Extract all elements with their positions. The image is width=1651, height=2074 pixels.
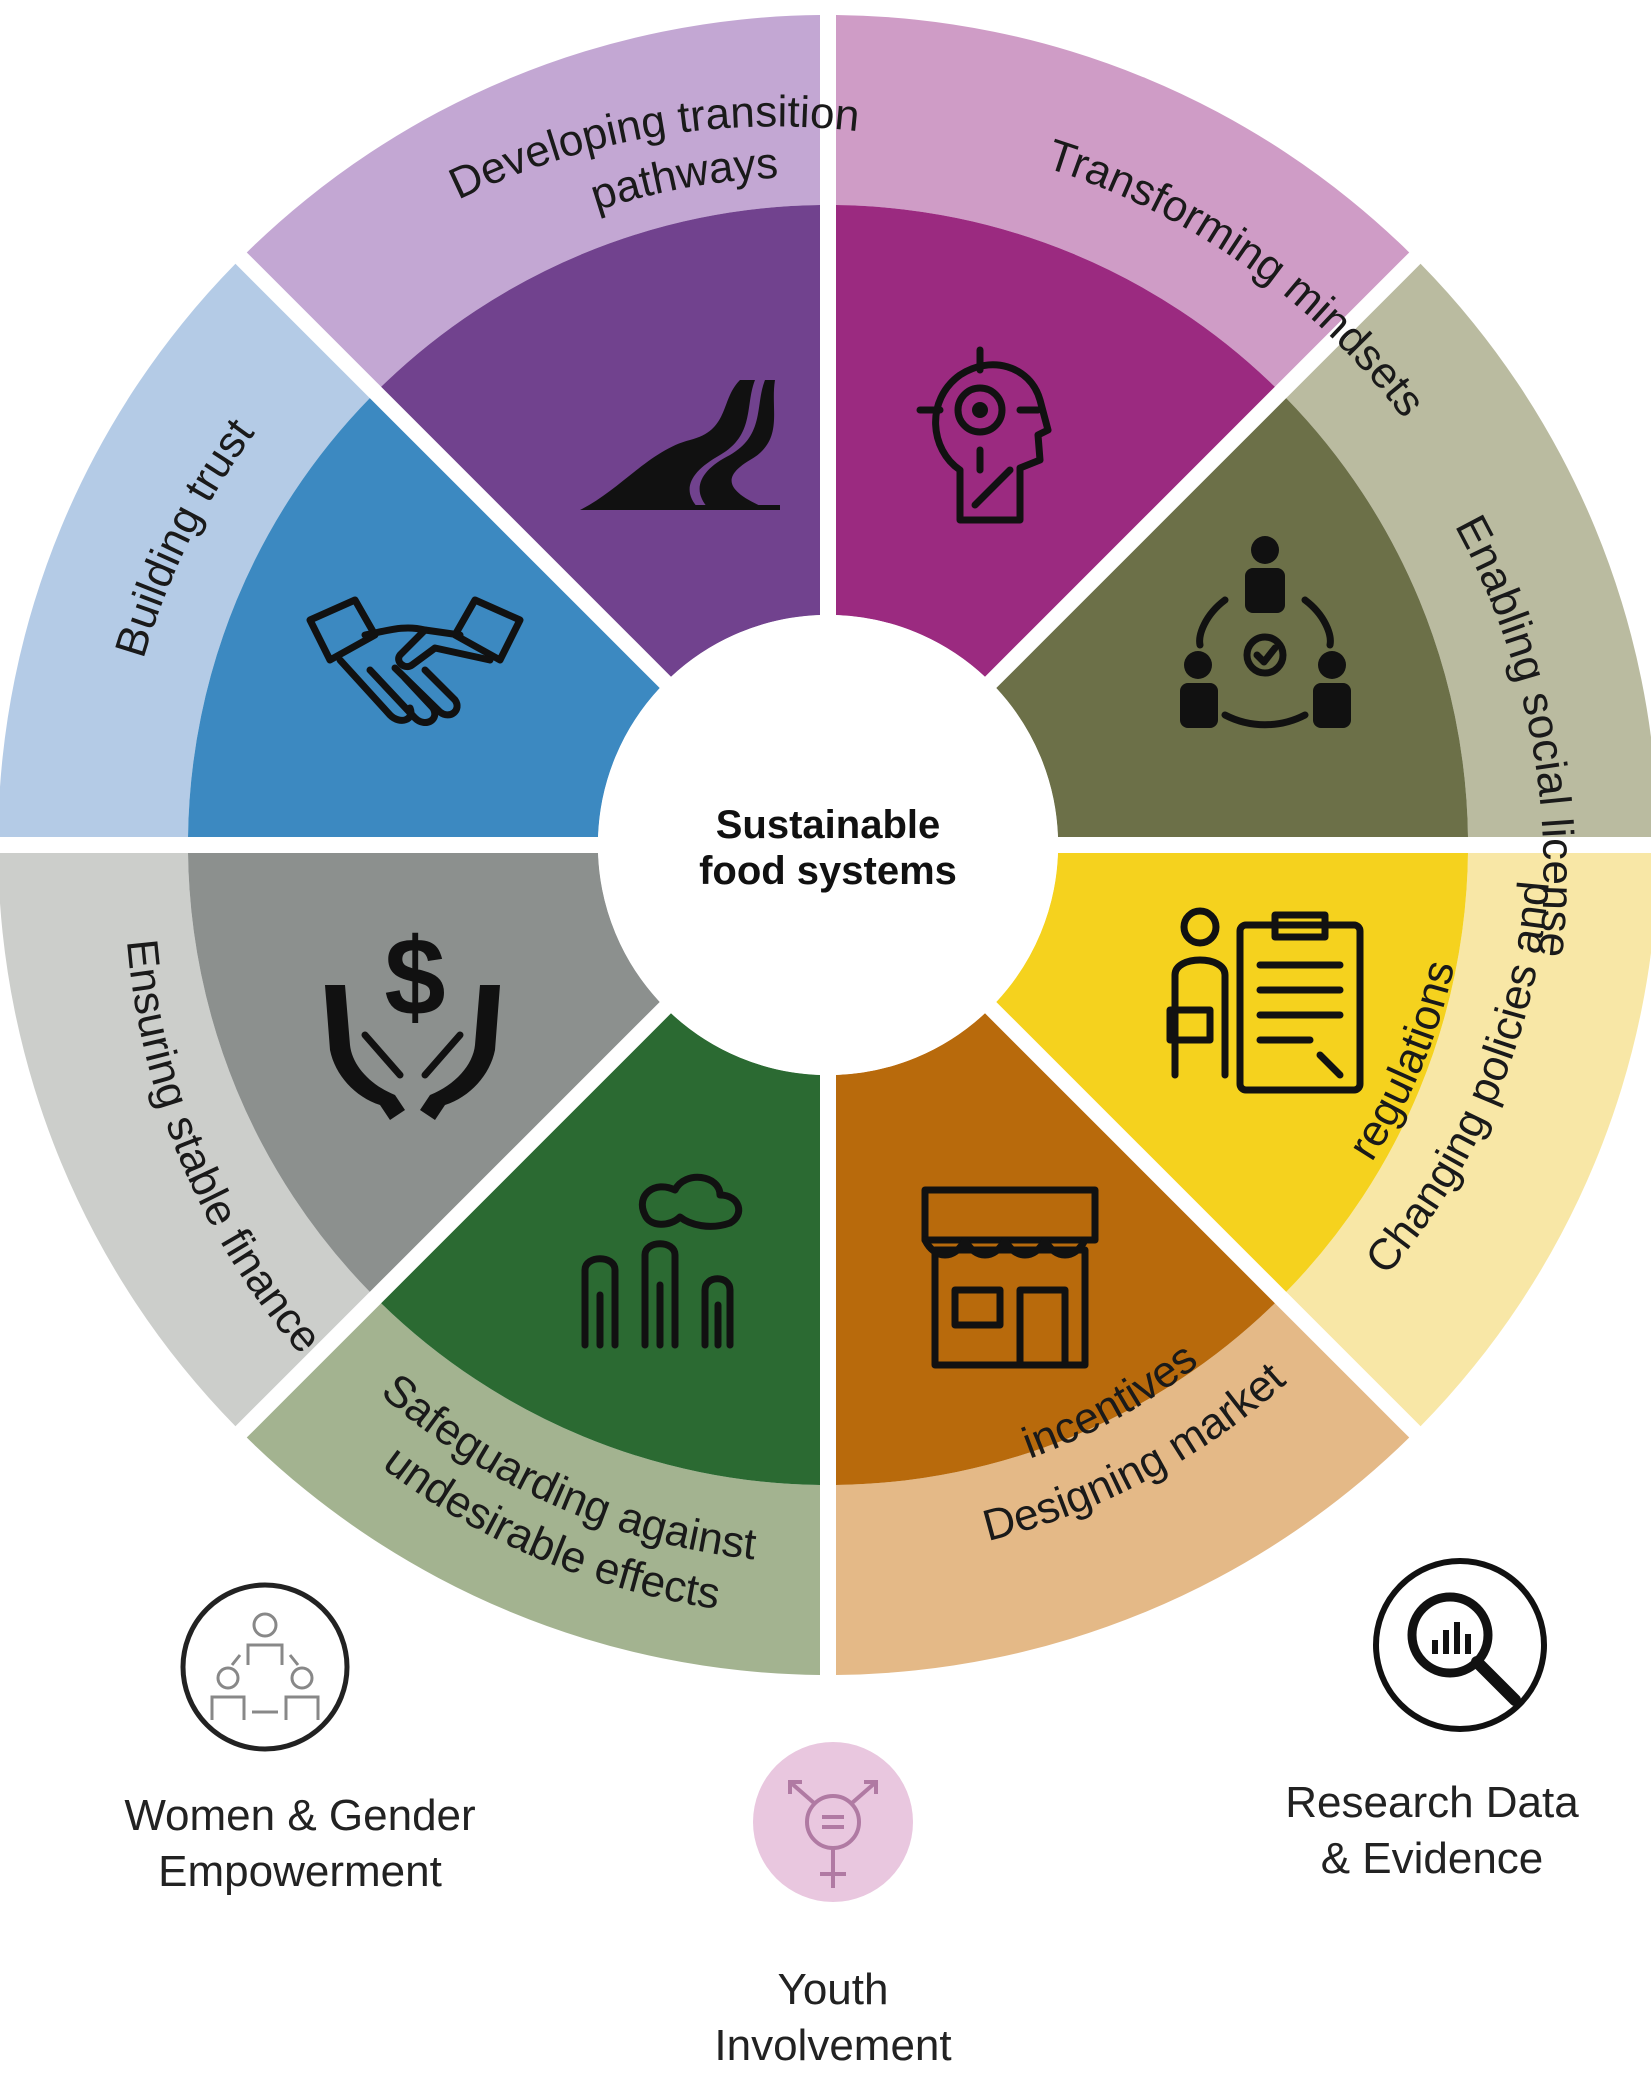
storefront-icon [921,1186,1099,1369]
magnifier-chart-icon [1373,1558,1547,1732]
segment-inner-mindsets [996,398,1468,837]
svg-text:$: $ [384,916,445,1039]
footer-label-youth-line2: Involvement [714,2021,952,2070]
footer-label-women-line2: Empowerment [158,1847,442,1896]
winding-road-icon [580,380,780,510]
segment-outer-mindsets [1286,263,1651,837]
center-title-line2: food systems [699,849,957,893]
head-target-icon [916,346,1052,524]
segment-outer-social-license [1286,853,1651,1427]
segment-outer-safeguarding [0,853,370,1427]
policy-clipboard-icon [1166,907,1364,1094]
footer-label-youth: Youth Involvement [623,1962,1043,2074]
footer-label-women: Women & Gender Empowerment [90,1788,510,1900]
center-disc [598,615,1058,1075]
footer-label-research-line2: & Evidence [1320,1834,1544,1883]
segment-outer-transition [836,15,1410,387]
center-title-line1: Sustainable [716,803,941,847]
segment-inner-trust [381,205,820,677]
team-network-icon [1180,536,1351,729]
footer-label-women-line1: Women & Gender [124,1791,476,1840]
people-group-icon [180,1582,350,1752]
hands-dollar-icon: $ [325,916,500,1120]
segment-inner-finance [188,398,660,837]
segment-outer-market [246,1303,820,1675]
footer-label-research-line1: Research Data [1285,1778,1579,1827]
segment-outer-trust [246,15,820,387]
segment-inner-market [381,1013,820,1485]
segment-outer-finance [0,263,370,837]
handshake-icon [306,596,524,726]
gender-symbol-icon [753,1742,913,1902]
footer-label-research: Research Data & Evidence [1222,1775,1642,1887]
footer-label-youth-line1: Youth [777,1965,889,2014]
segment-outer-policies [836,1303,1410,1675]
segment-inner-social-license [996,853,1468,1292]
segment-inner-transition [836,205,1275,677]
factory-icon [581,1173,743,1349]
